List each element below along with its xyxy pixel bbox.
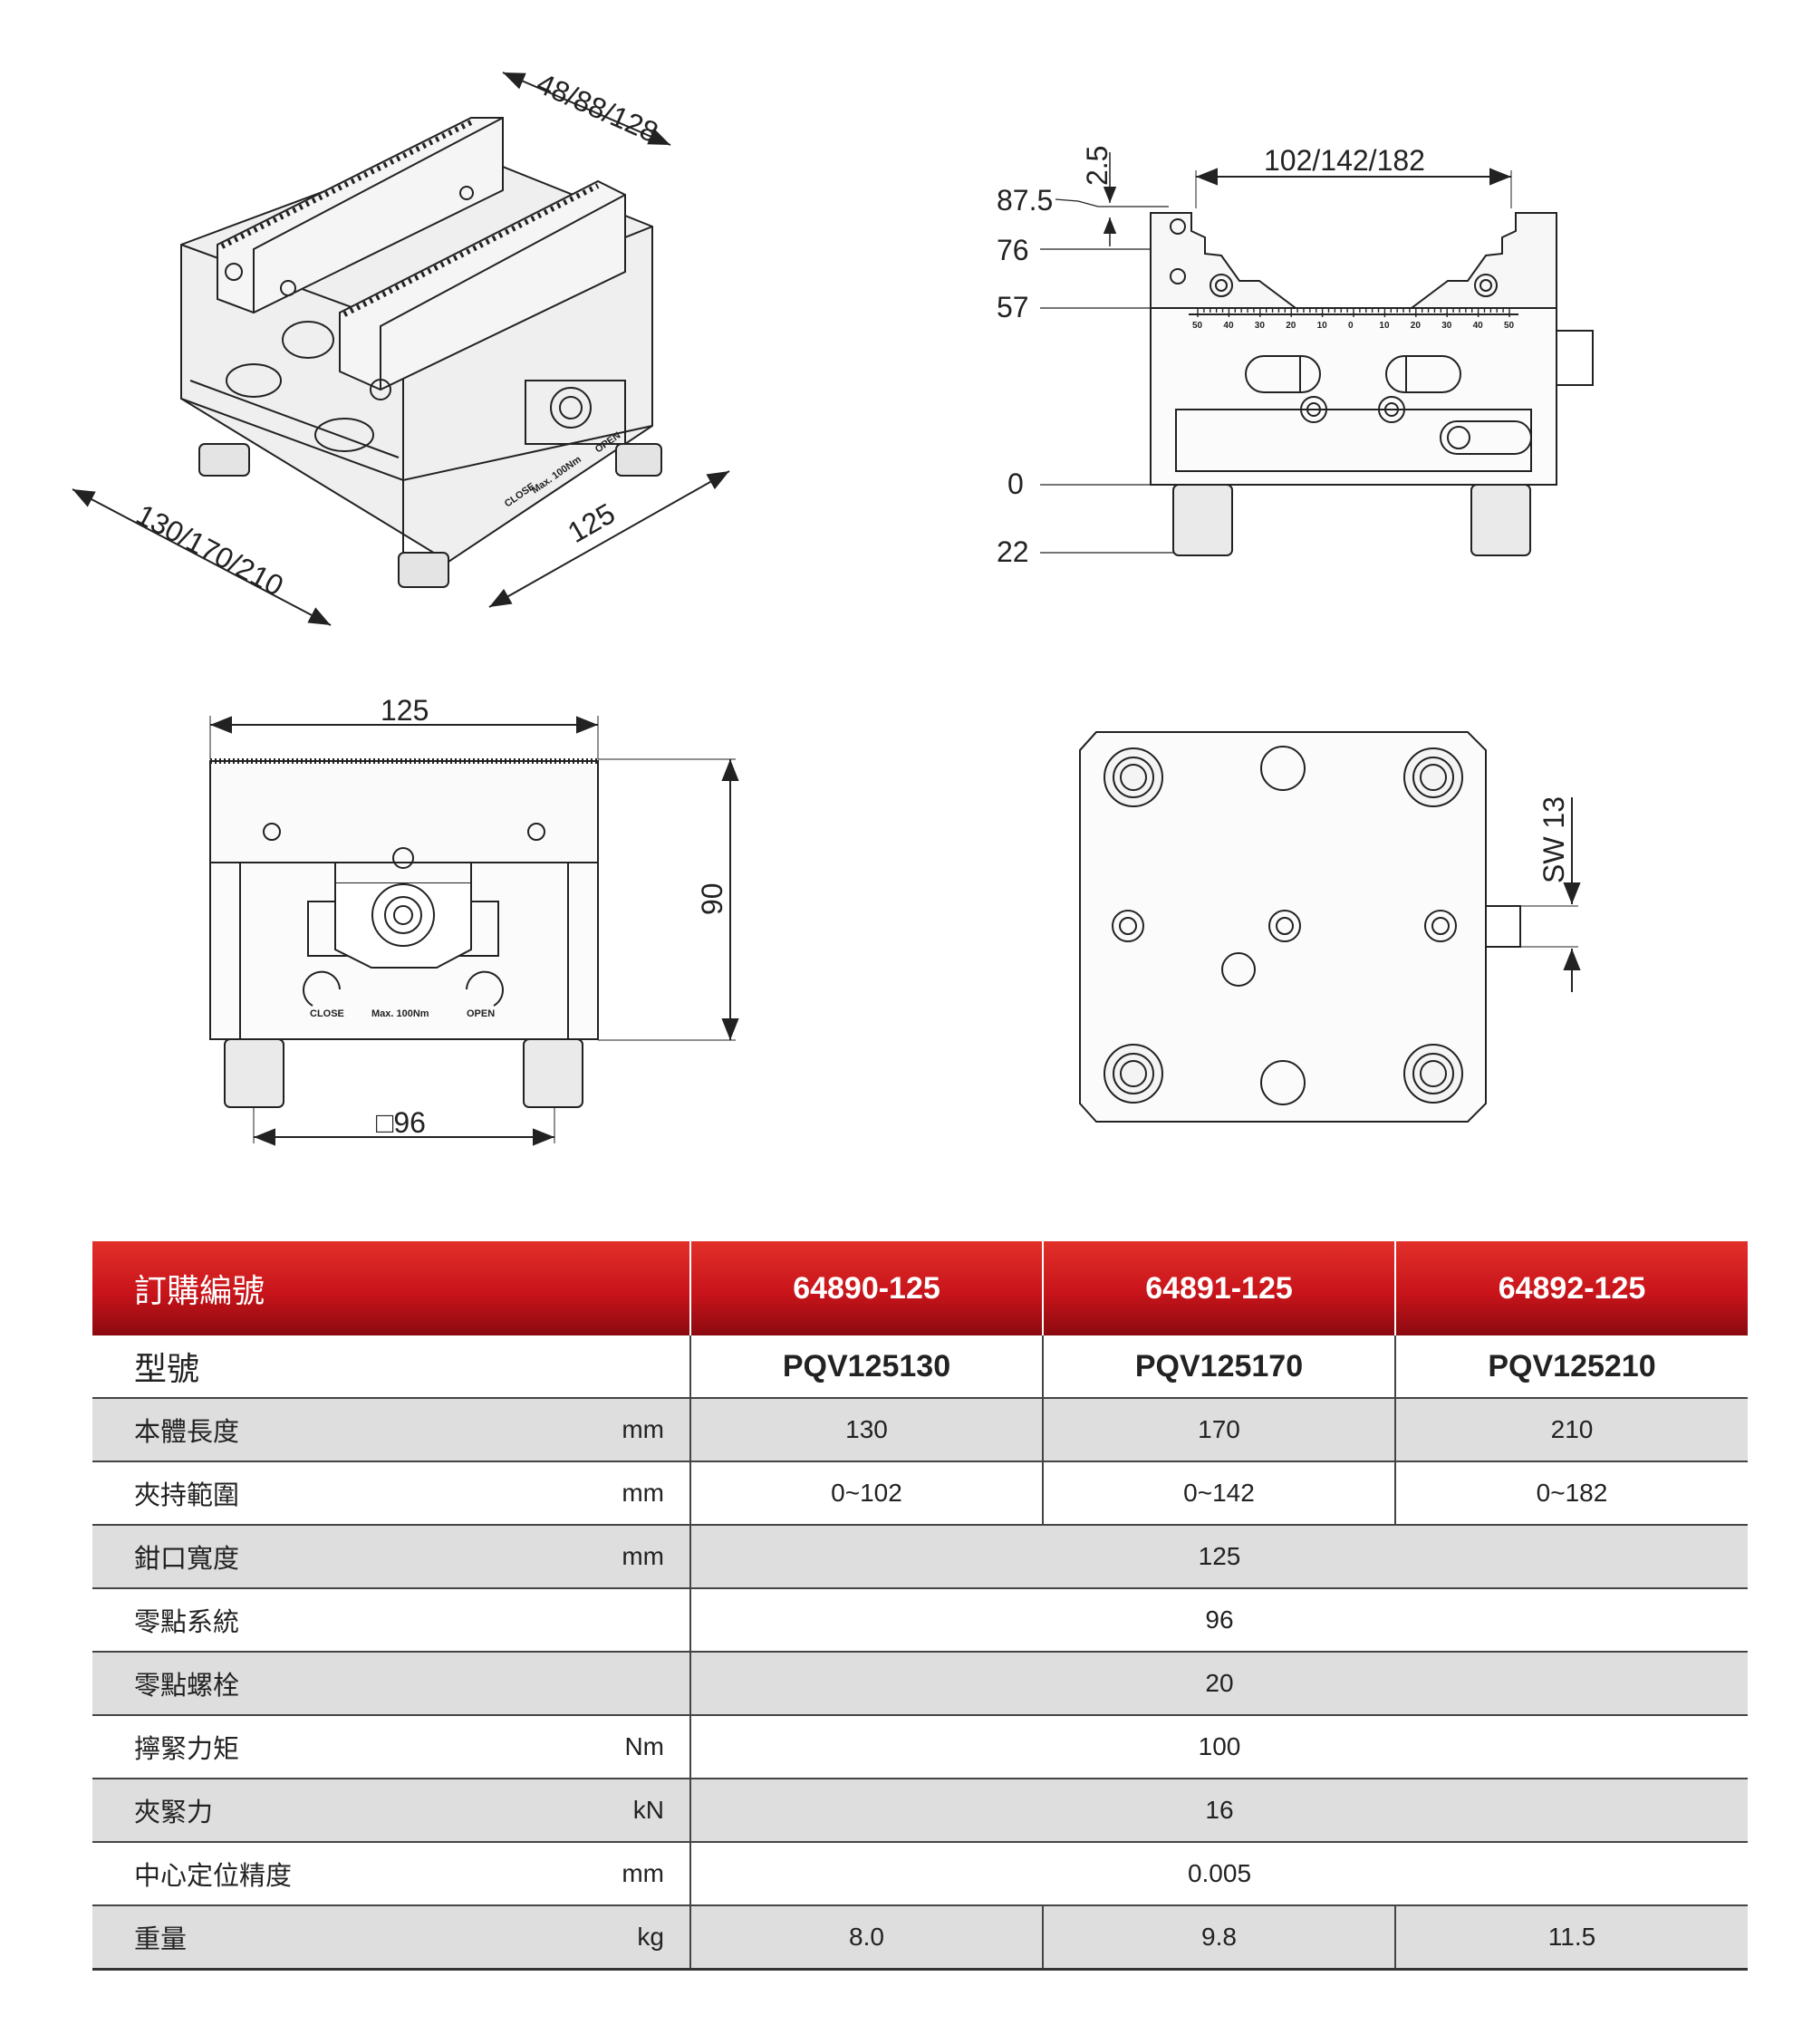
spec-table: 訂購編號 64890-125 64891-125 64892-125 型號 PQ… — [92, 1241, 1748, 1971]
table-row: 零點系統 96 — [92, 1588, 1748, 1653]
table-row: 重量 kg 8.0 9.8 11.5 — [92, 1905, 1748, 1971]
table-row: 夾持範圍 mm 0~102 0~142 0~182 — [92, 1461, 1748, 1526]
iso-length-dimension: 130/170/210 — [131, 497, 289, 602]
row-label: 夾緊力 kN — [92, 1779, 690, 1843]
row-label: 零點系統 — [92, 1588, 690, 1653]
model-3: PQV125210 — [1394, 1335, 1748, 1399]
row-label-text: 夾緊力 — [134, 1798, 214, 1827]
side-height-57: 57 — [997, 291, 1029, 323]
scale-tick-label: 40 — [1223, 321, 1234, 331]
row-value: 11.5 — [1394, 1905, 1748, 1971]
side-height-0: 0 — [1007, 468, 1024, 500]
row-unit: mm — [622, 1479, 664, 1507]
model-row: 型號 PQV125130 PQV125170 PQV125210 — [92, 1335, 1748, 1399]
row-label-text: 鉗口寬度 — [134, 1545, 240, 1574]
row-value: 125 — [689, 1525, 1748, 1589]
side-span-dimension: 102/142/182 — [1264, 144, 1425, 177]
row-label: 擰緊力矩 Nm — [92, 1715, 690, 1779]
table-row: 夾緊力 kN 16 — [92, 1779, 1748, 1843]
order-number-header-row: 訂購編號 64890-125 64891-125 64892-125 — [92, 1241, 1748, 1335]
row-value: 9.8 — [1042, 1905, 1395, 1971]
scale-tick-label: 50 — [1192, 321, 1203, 331]
row-value: 0~182 — [1394, 1461, 1748, 1526]
model-1: PQV125130 — [689, 1335, 1043, 1399]
side-height-76: 76 — [997, 234, 1029, 266]
order-number-label: 訂購編號 — [92, 1241, 690, 1335]
bottom-view: SW 13 — [1079, 731, 1581, 1123]
scale-tick-label: 50 — [1504, 321, 1515, 331]
row-label: 夾持範圍 mm — [92, 1461, 690, 1526]
scale-tick-label: 0 — [1348, 321, 1354, 331]
iso-width-dimension: 125 — [563, 497, 621, 549]
row-value: 16 — [689, 1779, 1748, 1843]
row-value: 96 — [689, 1588, 1748, 1653]
row-unit: mm — [622, 1415, 664, 1443]
front-width-dimension: 125 — [381, 694, 429, 727]
table-row: 本體長度 mm 130 170 210 — [92, 1398, 1748, 1462]
row-label: 重量 kg — [92, 1905, 690, 1971]
row-value: 0~142 — [1042, 1461, 1395, 1526]
side-offset-dimension: 2.5 — [1081, 146, 1113, 186]
row-label-text: 擰緊力矩 — [134, 1735, 240, 1764]
row-unit: Nm — [624, 1732, 664, 1760]
bottom-sw-dimension: SW 13 — [1537, 796, 1570, 883]
row-label-text: 中心定位精度 — [134, 1862, 293, 1891]
row-unit: mm — [622, 1859, 664, 1887]
front-view: CLOSE Max. 100Nm OPEN 125 90 □96 — [209, 694, 739, 1146]
side-height-87: 87.5 — [997, 184, 1053, 217]
model-2: PQV125170 — [1042, 1335, 1395, 1399]
order-number-3: 64892-125 — [1394, 1241, 1748, 1335]
order-number-2: 64891-125 — [1042, 1241, 1395, 1335]
front-height-dimension: 90 — [696, 882, 728, 915]
row-value: 20 — [689, 1652, 1748, 1716]
front-open-label: OPEN — [467, 1008, 495, 1019]
scale-tick-label: 20 — [1411, 321, 1422, 331]
scale-tick-label: 30 — [1441, 321, 1452, 331]
row-value: 100 — [689, 1715, 1748, 1779]
row-value: 8.0 — [689, 1905, 1043, 1971]
row-unit: mm — [622, 1542, 664, 1570]
scale-tick-label: 10 — [1379, 321, 1390, 331]
row-value: 170 — [1042, 1398, 1395, 1462]
table-row: 中心定位精度 mm 0.005 — [92, 1842, 1748, 1906]
row-label: 本體長度 mm — [92, 1398, 690, 1462]
row-value: 130 — [689, 1398, 1043, 1462]
row-unit: kN — [632, 1796, 664, 1824]
table-row: 零點螺栓 20 — [92, 1652, 1748, 1716]
scale-tick-label: 30 — [1255, 321, 1266, 331]
row-label-text: 重量 — [134, 1925, 188, 1954]
row-label-text: 本體長度 — [134, 1418, 240, 1447]
front-close-label: CLOSE — [310, 1008, 344, 1019]
row-label: 鉗口寬度 mm — [92, 1525, 690, 1589]
scale-tick-label: 10 — [1317, 321, 1328, 331]
row-value: 210 — [1394, 1398, 1748, 1462]
iso-jaw-dimension: 48/88/128 — [532, 67, 663, 149]
row-unit: kg — [637, 1923, 664, 1951]
scale-tick-label: 20 — [1286, 321, 1296, 331]
side-height-22: 22 — [997, 535, 1029, 568]
row-label: 中心定位精度 mm — [92, 1842, 690, 1906]
row-label-text: 夾持範圍 — [134, 1481, 240, 1510]
row-label: 零點螺栓 — [92, 1652, 690, 1716]
table-row: 擰緊力矩 Nm 100 — [92, 1715, 1748, 1779]
technical-drawings: CLOSE Max. 100Nm OPEN 48/88/128 130/170/… — [72, 67, 1594, 1146]
table-row: 鉗口寬度 mm 125 — [92, 1525, 1748, 1589]
front-pitch-dimension: □96 — [376, 1106, 426, 1139]
row-value: 0.005 — [689, 1842, 1748, 1906]
isometric-view: CLOSE Max. 100Nm OPEN 48/88/128 130/170/… — [72, 67, 730, 626]
scale-tick-label: 40 — [1473, 321, 1484, 331]
model-label: 型號 — [92, 1335, 690, 1399]
row-label-text: 零點螺栓 — [134, 1672, 240, 1701]
front-max-label: Max. 100Nm — [371, 1008, 429, 1019]
row-label-text: 零點系統 — [134, 1608, 240, 1637]
order-number-1: 64890-125 — [689, 1241, 1043, 1335]
row-value: 0~102 — [689, 1461, 1043, 1526]
side-view: 50 40 30 20 10 0 10 20 30 40 50 102/142/182 2.5 87… — [997, 144, 1594, 568]
